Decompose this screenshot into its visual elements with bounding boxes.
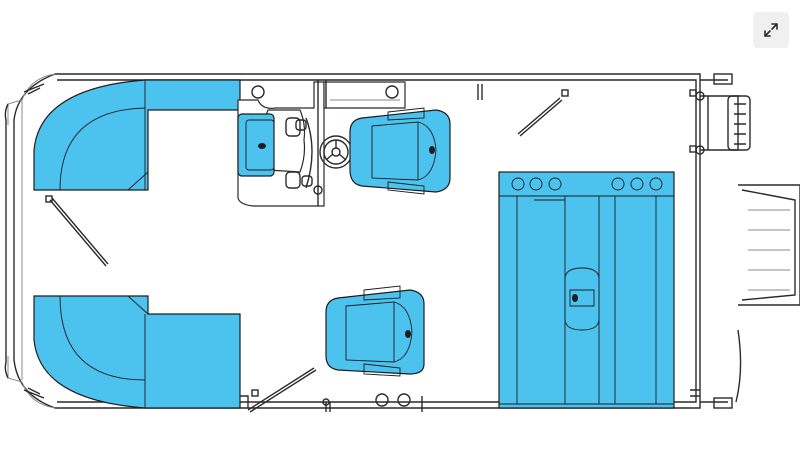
bow-gates — [45, 195, 317, 413]
mid-deck-lines — [322, 80, 569, 412]
rear-sun-lounge — [498, 171, 675, 409]
console-seat — [237, 113, 275, 177]
passenger-chair — [325, 285, 425, 377]
lounge-front-starboard — [33, 295, 241, 409]
lounge-front-port — [33, 79, 241, 191]
expand-button[interactable] — [753, 12, 789, 48]
swim-ladder — [695, 91, 751, 155]
hull-outline — [4, 73, 733, 409]
steering-wheel — [319, 135, 353, 169]
stern-platform — [735, 184, 800, 403]
expand-arrows-icon — [764, 23, 778, 37]
captains-chair — [349, 107, 451, 195]
deck-details — [240, 89, 700, 408]
